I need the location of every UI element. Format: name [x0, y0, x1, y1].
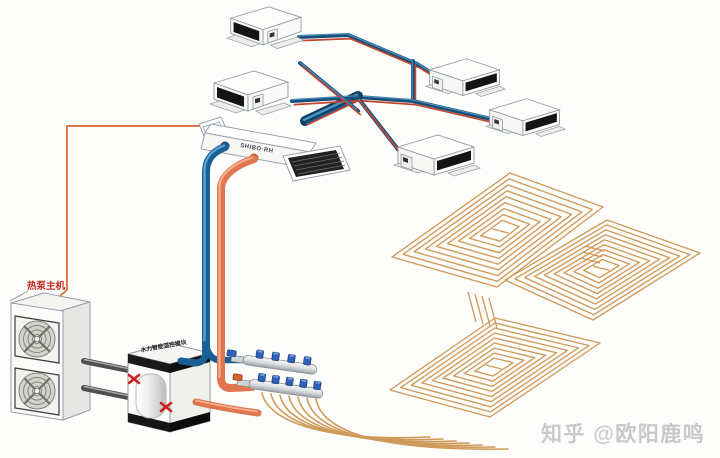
manifold-inlet-valve-icon: [226, 349, 237, 358]
hydraulic-module-unit: 水力智能温控模块: [127, 338, 211, 433]
floor-heating-zones: [389, 172, 701, 418]
ahu-brand-label: SHIBO·RH: [240, 143, 274, 155]
fan-coil-unit-fcu-3: [425, 58, 506, 97]
fan-coil-unit-fcu-4: [485, 98, 566, 137]
ahu-grille: [282, 145, 351, 182]
manifold-supply-bar: [226, 349, 318, 375]
fan-coil-unit-fcu-2: [209, 70, 292, 116]
tank-cylinder: [135, 373, 167, 419]
heat-pump-label-leader: [9, 290, 29, 302]
watermark: 知乎 @欧阳鹿鸣: [541, 422, 705, 446]
floor-heating-zone-2: [504, 219, 701, 321]
floor-heating-zone-1: [391, 172, 604, 288]
refrigerant-line: [59, 125, 204, 297]
main-unit: SHIBO·RH: [198, 116, 351, 182]
manifold-assembly: [226, 349, 324, 399]
manifold-return-bar: [232, 373, 324, 399]
fcu-piping-network: [290, 33, 495, 162]
heat-pump-water-pipes: [81, 358, 136, 401]
fan-coil-unit-fcu-1: [226, 6, 305, 50]
floor-supply-pipes: [261, 392, 509, 450]
fan-coil-unit-fcu-5: [393, 134, 481, 177]
floor-heating-zone-3: [389, 317, 601, 418]
heat-pump-fan: [14, 367, 60, 416]
valve-icon: [127, 373, 141, 385]
heat-pump-unit: [10, 292, 91, 421]
floor-zone-connector-pipes: [467, 245, 605, 329]
valve-icon: [159, 401, 173, 413]
heat-pump-fan: [14, 315, 60, 364]
heat-pump-label: 热泵主机: [27, 280, 66, 292]
manifold-inlet-valve-icon: [232, 373, 243, 382]
water-risers: [177, 143, 262, 417]
